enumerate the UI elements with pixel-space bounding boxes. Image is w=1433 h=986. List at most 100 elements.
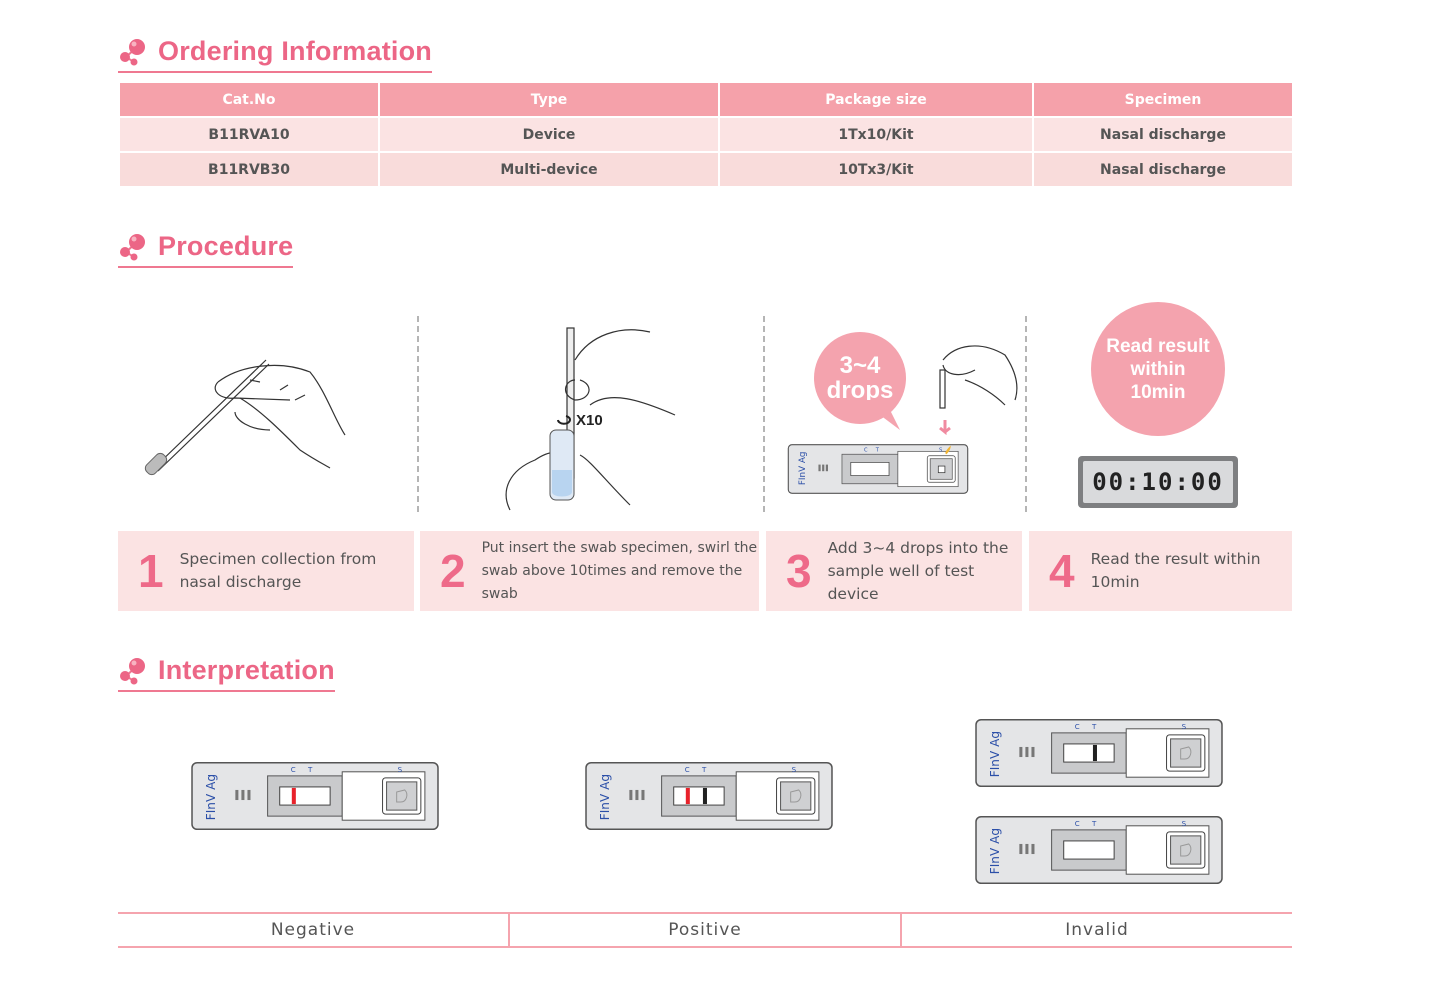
step-number: 3 <box>786 545 812 597</box>
arrow-down-icon <box>939 420 951 436</box>
result-labels: Negative Positive Invalid <box>118 912 1292 948</box>
device-invalid-1: FInV Ag C T S <box>975 718 1223 788</box>
step-text: Put insert the swab specimen, swirl the … <box>482 537 759 606</box>
section-heading-interpretation: Interpretation <box>118 655 335 692</box>
device-label: FInV Ag <box>598 774 612 820</box>
header-type: Type <box>378 81 720 118</box>
control-line <box>685 787 690 805</box>
table-row: B11RVB30 Multi-device 10Tx3/Kit Nasal di… <box>118 151 1294 188</box>
cell-type: Multi-device <box>378 151 720 188</box>
step-text-line: nasal discharge <box>179 573 302 591</box>
device-invalid-2: FInV Ag C T S <box>975 815 1223 885</box>
step-3-box: 3 Add 3~4 drops into the sample well of … <box>766 531 1022 611</box>
drops-bubble: 3~4 drops <box>814 332 906 424</box>
step-divider <box>417 316 419 512</box>
control-line-mark: C <box>864 447 868 453</box>
cell-cat-no: B11RVA10 <box>118 116 380 153</box>
cell-specimen: Nasal discharge <box>1032 151 1294 188</box>
drops-word: drops <box>826 377 894 404</box>
sample-well-icon <box>1180 746 1192 760</box>
step-text-line: 10min <box>1090 573 1140 591</box>
header-cat-no: Cat.No <box>118 81 380 118</box>
step-text-line: Add 3~4 drops into the <box>827 538 1009 557</box>
sample-well-icon <box>790 789 802 803</box>
drop-icon <box>945 445 951 455</box>
step-text: Specimen collection from nasal discharge <box>180 548 377 594</box>
test-line-mark: T <box>1091 819 1097 828</box>
cell-package-size: 1Tx10/Kit <box>718 116 1034 153</box>
device-negative: FInV Ag C T S <box>191 761 439 831</box>
read-result-bubble: Read result within 10min <box>1091 302 1225 436</box>
test-line-mark: T <box>701 765 707 774</box>
sample-well-mark: S <box>1182 722 1187 731</box>
ordering-table: Cat.No Type Package size Specimen B11RVA… <box>118 81 1294 188</box>
bubble-tail <box>860 400 900 430</box>
section-title: Ordering Information <box>158 36 432 66</box>
section-heading-procedure: Procedure <box>118 231 294 268</box>
step-4-box: 4 Read the result within 10min <box>1029 531 1292 611</box>
step-text-line: Specimen collection from <box>179 550 377 568</box>
step-text-line: Read the result within <box>1090 550 1261 568</box>
step-text-line: Put insert the swab specimen, swirl the <box>481 539 758 556</box>
molecule-icon <box>120 233 145 260</box>
step-text-line: sample well of test device <box>827 561 975 603</box>
step-number: 2 <box>440 545 466 597</box>
molecule-icon <box>120 38 145 65</box>
test-device-procedure: FInV Ag C T S <box>787 444 969 494</box>
timer-value: 00:10:00 <box>1083 461 1233 503</box>
result-label-positive: Positive <box>508 914 900 946</box>
hand-swab-illustration <box>144 359 346 476</box>
read-line-3: 10min <box>1130 381 1186 403</box>
device-positive: FInV Ag C T S <box>585 761 833 831</box>
step-text-line: swab above 10times and remove the swab <box>481 562 743 602</box>
control-line-mark: C <box>1075 722 1080 731</box>
sample-well-mark: S <box>939 447 942 453</box>
test-line-mark: T <box>875 447 880 453</box>
section-heading-ordering: Ordering Information <box>118 36 432 73</box>
hand-dropper-illustration <box>939 345 1018 436</box>
control-line-mark: C <box>1075 819 1080 828</box>
result-label-invalid: Invalid <box>900 914 1292 946</box>
step-text: Read the result within 10min <box>1091 548 1261 594</box>
swirl-arrow-icon <box>557 415 571 425</box>
sample-well-mark: S <box>398 765 403 774</box>
sample-well-mark: S <box>792 765 797 774</box>
test-line <box>702 787 707 805</box>
cell-specimen: Nasal discharge <box>1032 116 1294 153</box>
step-number: 4 <box>1049 545 1075 597</box>
cell-type: Device <box>378 116 720 153</box>
read-line-1: Read result <box>1106 335 1210 357</box>
device-label: FInV Ag <box>798 451 808 485</box>
step-number: 1 <box>138 545 164 597</box>
device-label: FInV Ag <box>988 731 1002 777</box>
step-text: Add 3~4 drops into the sample well of te… <box>828 537 1022 606</box>
test-line <box>1092 744 1097 762</box>
step-divider <box>1025 316 1027 512</box>
table-header-row: Cat.No Type Package size Specimen <box>118 81 1294 118</box>
test-line-mark: T <box>1091 722 1097 731</box>
sample-well-mark: S <box>1182 819 1187 828</box>
control-line <box>291 787 296 805</box>
section-title: Interpretation <box>158 655 335 685</box>
control-line-mark: C <box>291 765 296 774</box>
swirl-tube-illustration: X10 <box>505 327 676 511</box>
table-row: B11RVA10 Device 1Tx10/Kit Nasal discharg… <box>118 116 1294 153</box>
step-1-box: 1 Specimen collection from nasal dischar… <box>118 531 414 611</box>
cell-cat-no: B11RVB30 <box>118 151 380 188</box>
header-specimen: Specimen <box>1032 81 1294 118</box>
sample-well-icon <box>1180 843 1192 857</box>
device-label: FInV Ag <box>204 774 218 820</box>
section-title: Procedure <box>158 231 294 261</box>
sample-well-icon <box>396 789 408 803</box>
swirl-count-label: X10 <box>576 412 603 429</box>
result-label-negative: Negative <box>270 920 356 940</box>
molecule-icon <box>120 657 145 684</box>
step-divider <box>763 316 765 512</box>
test-line-mark: T <box>307 765 313 774</box>
control-line-mark: C <box>685 765 690 774</box>
cell-package-size: 10Tx3/Kit <box>718 151 1034 188</box>
device-label: FInV Ag <box>988 828 1002 874</box>
read-line-2: within <box>1130 358 1186 380</box>
header-package-size: Package size <box>718 81 1034 118</box>
timer-display: 00:10:00 <box>1078 456 1238 508</box>
